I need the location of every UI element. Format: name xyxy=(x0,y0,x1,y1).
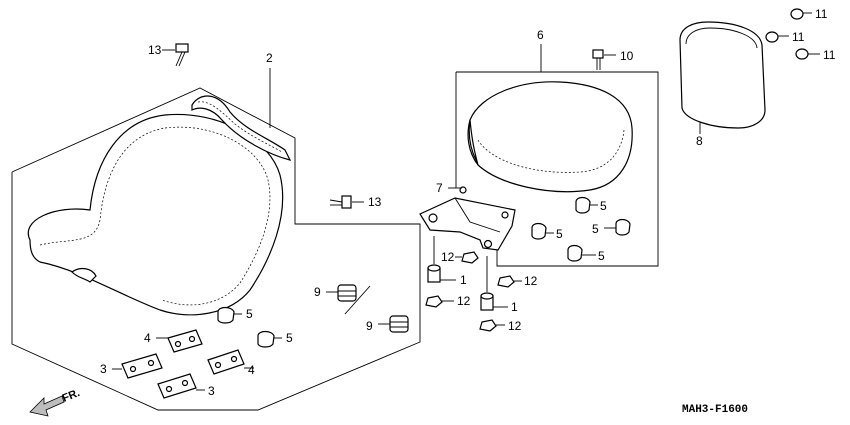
bolt-13-lower xyxy=(329,195,352,209)
callout-12-b: 12 xyxy=(524,274,538,288)
block-4-a xyxy=(156,329,203,353)
callout-12-c: 12 xyxy=(457,294,471,308)
callout-13-upper: 13 xyxy=(148,43,162,57)
plate-3-a xyxy=(112,353,163,379)
seat-bracket xyxy=(419,186,516,251)
screw-11-a xyxy=(790,8,812,20)
nut-12-d xyxy=(479,319,505,332)
nut-12-b xyxy=(497,275,522,288)
grommet-5-c xyxy=(575,196,598,214)
callout-12-a: 12 xyxy=(441,250,455,264)
callout-5-a: 5 xyxy=(246,307,253,321)
callout-11-b: 11 xyxy=(792,30,805,44)
pillion-frame xyxy=(456,71,659,267)
damper-9-b xyxy=(378,315,409,333)
callout-12-d: 12 xyxy=(508,319,522,333)
grommet-5-e xyxy=(604,218,631,236)
nut-12-c xyxy=(425,295,454,308)
main-seat-frame xyxy=(11,87,421,411)
callout-3-b: 3 xyxy=(208,384,215,398)
callout-4-b: 4 xyxy=(248,363,255,377)
callout-9-a: 9 xyxy=(314,285,321,299)
callout-9-b: 9 xyxy=(366,319,373,333)
direction-label: FR. xyxy=(61,387,82,405)
callout-2: 2 xyxy=(266,51,273,65)
block-4-b xyxy=(207,349,254,375)
callout-11-a: 11 xyxy=(815,7,828,21)
front-direction-arrow-icon xyxy=(29,395,65,417)
grommet-5-a xyxy=(217,306,242,324)
nut-12-a xyxy=(455,251,479,264)
callout-5-e: 5 xyxy=(592,222,599,236)
grommet-5-f xyxy=(567,244,596,262)
callout-11-c: 11 xyxy=(823,48,836,62)
callout-1-b: 1 xyxy=(511,300,518,314)
callout-13-lower: 13 xyxy=(368,195,382,209)
callout-8: 8 xyxy=(696,134,703,148)
callout-5-d: 5 xyxy=(556,227,563,241)
pillion-seat xyxy=(467,81,633,193)
plate-3-b xyxy=(157,373,205,399)
bolt-10 xyxy=(592,49,604,70)
backrest-pad xyxy=(679,21,766,129)
callout-10: 10 xyxy=(620,49,634,63)
bolt-13-upper xyxy=(175,43,189,67)
callout-6: 6 xyxy=(537,28,544,42)
grommet-5-b xyxy=(257,330,282,348)
callout-1-a: 1 xyxy=(460,273,467,287)
screw-11-c xyxy=(795,48,820,60)
collar-1-a xyxy=(427,264,456,283)
main-seat xyxy=(27,95,292,316)
callout-3-a: 3 xyxy=(100,362,107,376)
collar-1-b xyxy=(480,292,508,311)
callout-5-c: 5 xyxy=(600,199,607,213)
damper-9-a xyxy=(326,284,371,315)
callout-7: 7 xyxy=(436,181,443,195)
callout-4-a: 4 xyxy=(144,331,151,345)
grommet-5-d xyxy=(531,222,554,240)
callout-5-b: 5 xyxy=(286,331,293,345)
screw-11-b xyxy=(765,31,789,43)
figure-code: MAH3-F1600 xyxy=(682,404,748,416)
callout-5-f: 5 xyxy=(598,249,605,263)
